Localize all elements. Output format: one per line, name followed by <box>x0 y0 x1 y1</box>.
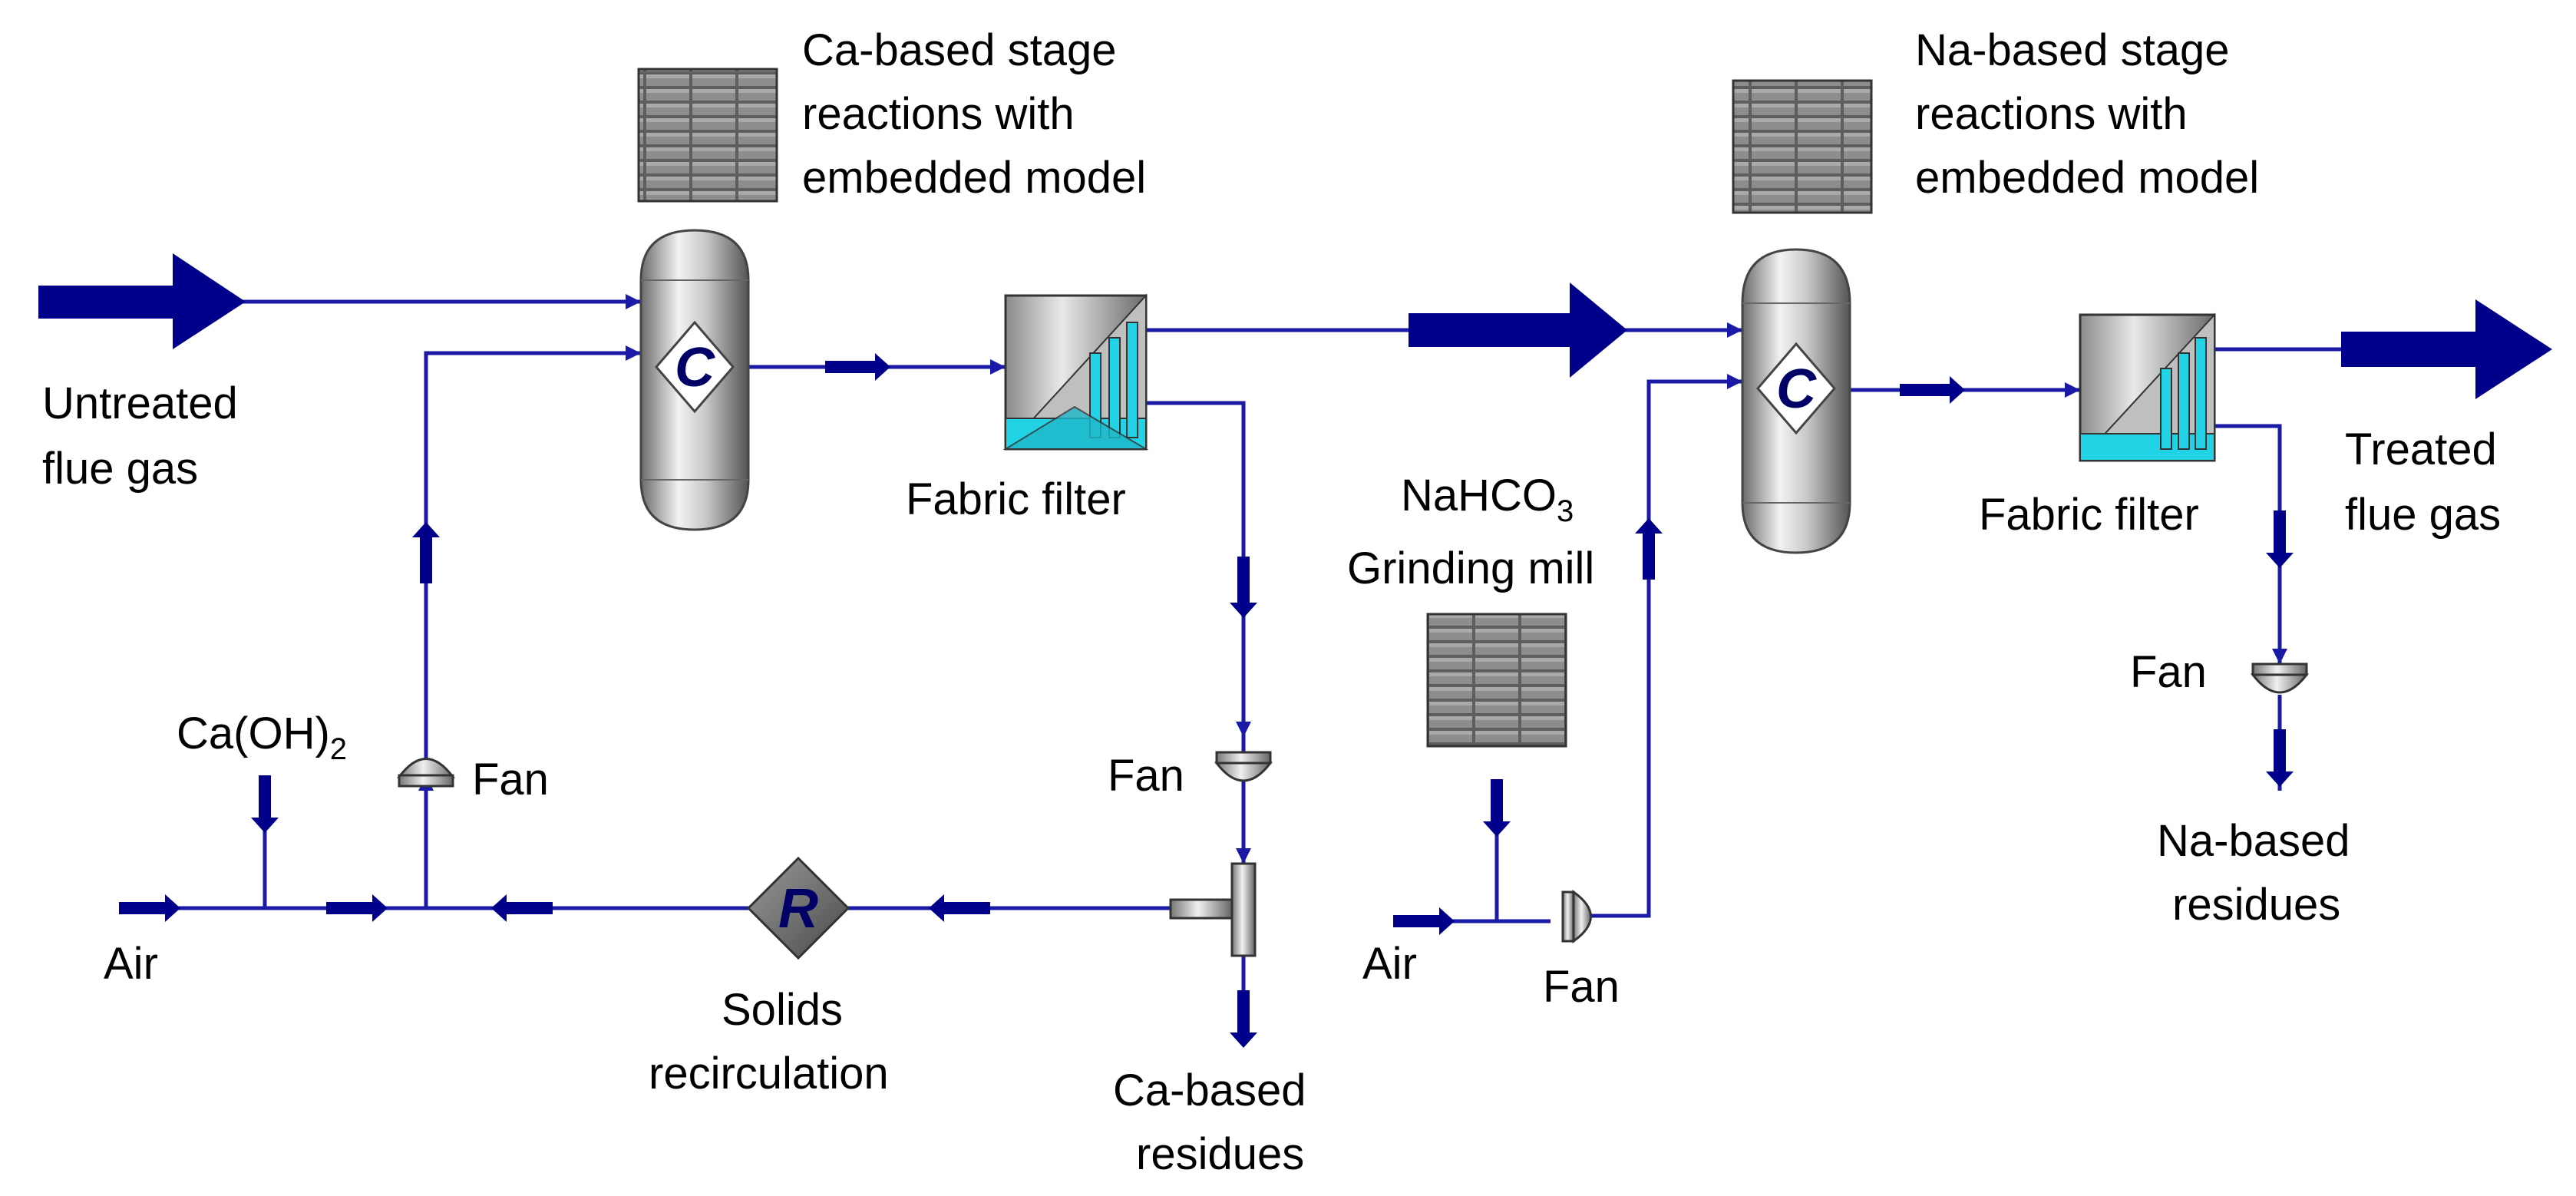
marker-right <box>326 894 388 922</box>
ca-calculator-block[interactable] <box>637 68 778 203</box>
marker-right <box>1900 376 1965 404</box>
solids-recirculation-line2: recirculation <box>649 1049 889 1099</box>
marker-down <box>1230 990 1257 1048</box>
labels: Ca-based stage reactions with embedded m… <box>42 25 2501 1179</box>
arrowhead <box>990 359 1006 375</box>
fan-ca-feed[interactable] <box>397 758 455 788</box>
marker-down <box>2266 510 2294 568</box>
air-2-label: Air <box>1362 939 1417 989</box>
na-calculator-block[interactable] <box>1732 79 1873 214</box>
caoh2-label: Ca(OH)2 <box>177 709 347 766</box>
recirculation-block[interactable]: R <box>746 856 850 960</box>
big-arrow-untreated-inlet <box>38 253 246 349</box>
stream-na-filter-solids <box>2214 424 2282 664</box>
fan-na-feed[interactable] <box>1561 890 1592 943</box>
fan-na-filter-label: Fan <box>2130 647 2207 697</box>
ca-stage-title-line2: reactions with <box>802 89 1075 139</box>
arrowhead <box>1236 848 1251 864</box>
na-stage-title-line2: reactions with <box>1915 89 2188 139</box>
stream-ca-feed-to-reactor <box>424 351 641 908</box>
solids-recirculation-line1: Solids <box>722 985 843 1035</box>
ca-fabric-filter[interactable] <box>1002 293 1149 451</box>
marker-right <box>119 894 180 922</box>
solids-splitter[interactable] <box>1169 862 1257 957</box>
ca-reactor-mark: C <box>675 337 715 398</box>
na-residues-line1: Na-based <box>2157 816 2350 866</box>
marker-up <box>1635 518 1663 580</box>
arrowhead <box>1236 722 1251 737</box>
grinding-mill-block[interactable] <box>1426 613 1567 748</box>
marker-up <box>412 522 440 583</box>
flow-markers <box>38 253 2552 1048</box>
na-fabric-filter[interactable] <box>2078 312 2216 462</box>
arrowhead <box>2065 382 2080 398</box>
arrowhead <box>1727 322 1742 338</box>
untreated-flue-gas-line1: Untreated <box>42 378 238 428</box>
grinding-mill-label: Grinding mill <box>1347 543 1594 593</box>
marker-left <box>929 894 990 922</box>
big-arrow-mid <box>1409 282 1627 378</box>
arrowhead <box>1727 374 1742 389</box>
arrowhead <box>626 294 641 309</box>
marker-down <box>251 775 279 833</box>
na-stage-title-line3: embedded model <box>1915 153 2259 203</box>
treated-flue-gas-line2: flue gas <box>2345 490 2501 540</box>
fan-ca-filter[interactable] <box>1214 751 1273 782</box>
nahco3-label: NaHCO3 <box>1401 471 1574 528</box>
fabric-filter-2-label: Fabric filter <box>1979 490 2199 540</box>
arrowhead <box>626 345 641 361</box>
treated-flue-gas-line1: Treated <box>2345 425 2497 474</box>
stream-na-feed-to-reactor <box>1581 379 1742 918</box>
ca-stage-title-line3: embedded model <box>802 153 1146 203</box>
na-stage-title-line1: Na-based stage <box>1915 25 2229 75</box>
fabric-filter-1-label: Fabric filter <box>906 474 1126 524</box>
stream-ca-filter-solids <box>1146 401 1246 894</box>
untreated-flue-gas-line2: flue gas <box>42 444 198 494</box>
marker-down <box>1230 557 1257 618</box>
marker-down <box>1483 779 1511 837</box>
ca-stage-title-line1: Ca-based stage <box>802 25 1116 75</box>
na-residues-line2: residues <box>2172 880 2340 930</box>
recirculation-mark: R <box>778 878 818 940</box>
air-1-label: Air <box>104 939 158 989</box>
fan-na-filter[interactable] <box>2250 662 2310 694</box>
ca-residues-line2: residues <box>1136 1129 1304 1179</box>
na-reactor-vessel[interactable]: C <box>1741 248 1851 554</box>
marker-right <box>1393 907 1455 935</box>
marker-left <box>491 894 553 922</box>
fan-ca-feed-label: Fan <box>472 755 549 804</box>
ca-reactor-vessel[interactable]: C <box>639 229 750 531</box>
marker-down <box>2266 729 2294 787</box>
fan-ca-filter-label: Fan <box>1108 751 1184 801</box>
big-arrow-treated-outlet <box>2341 299 2552 399</box>
na-reactor-mark: C <box>1776 358 1817 420</box>
ca-residues-line1: Ca-based <box>1113 1065 1306 1115</box>
arrowhead <box>2272 649 2287 664</box>
fan-na-feed-label: Fan <box>1543 962 1620 1012</box>
marker-right <box>825 353 890 381</box>
